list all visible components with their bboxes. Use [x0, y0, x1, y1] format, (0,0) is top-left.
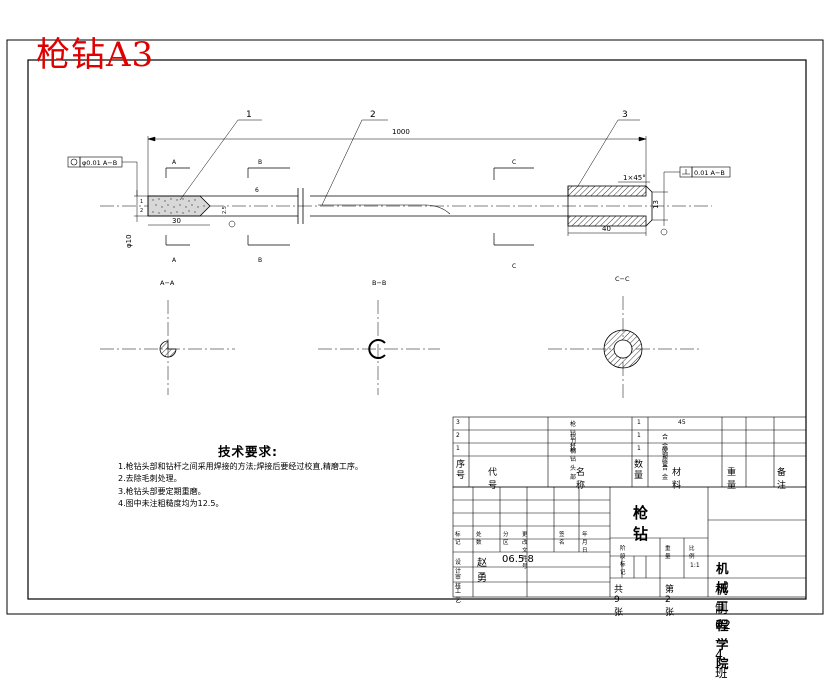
tolerance-left-text: φ0.01 A−B — [82, 159, 117, 167]
marker-b-bottom: B — [258, 257, 262, 264]
header-name: 名 称 — [576, 468, 586, 491]
section-label-bb: B−B — [372, 279, 386, 287]
rev-header-0: 标记 — [455, 532, 461, 546]
class-name: 机制02—4班 — [715, 582, 731, 680]
row-2-qty: 1 — [637, 432, 641, 439]
part-name: 枪 钻 — [633, 504, 649, 543]
section-label-aa: A−A — [160, 279, 175, 287]
tech-item-1: 1.枪钻头部和钻杆之间采用焊接的方法;焊接后要经过校直,精磨工序。 — [118, 461, 363, 471]
dim-small-25: 2.5 — [222, 206, 228, 214]
drawing-canvas: 1000 30 40 1×45° 13 φ10 1 2 2.5 6 φ0.01 … — [6, 39, 824, 615]
tolerance-frame-right: 0.01 A−B — [663, 166, 731, 186]
dim-30-label: 30 — [172, 217, 181, 225]
dim-sleeve-length — [567, 226, 647, 236]
row-1-no: 1 — [456, 445, 460, 452]
sheet-title: 枪钻A3 — [36, 35, 155, 75]
title-block-grid — [452, 486, 807, 598]
header-code: 代 号 — [488, 468, 498, 491]
row-1-qty: 1 — [637, 445, 641, 452]
scale-label: 比例 — [689, 546, 695, 560]
marker-c-bottom: C — [512, 263, 516, 270]
header-remark: 备 注 — [777, 468, 787, 491]
section-cc-shape — [603, 329, 643, 369]
row-3-name: 枪 钻 刀 柄 — [570, 421, 577, 455]
dim-overall-length — [147, 136, 647, 196]
marker-a-bottom: A — [172, 257, 177, 264]
header-material: 材 料 — [672, 468, 682, 491]
header-qty: 数量 — [634, 460, 644, 481]
leader-lines — [179, 119, 640, 206]
header-weight: 重 量 — [727, 468, 737, 491]
marker-c-top: C — [512, 159, 516, 166]
balloon-1: 1 — [246, 110, 252, 120]
tolerance-right-text: 0.01 A−B — [694, 169, 725, 177]
dim-1000-label: 1000 — [392, 128, 410, 136]
row-3-qty: 1 — [637, 419, 641, 426]
marker-a-top: A — [172, 159, 177, 166]
row-1-name: 枪 钻 头 部 — [570, 447, 577, 481]
row-2-name: 钻 杆 — [570, 434, 577, 450]
row-1-material: 硬 质 合 金 — [662, 447, 669, 481]
tech-requirements: 技术要求: 1.枪钻头部和钻杆之间采用焊接的方法;焊接后要经过校直,精磨工序。 … — [118, 444, 458, 511]
row-3-no: 3 — [456, 419, 460, 426]
designer-label: 设计 — [455, 559, 462, 575]
dim-40-label: 40 — [602, 225, 611, 233]
rev-header-5: 年 月 日 — [582, 532, 588, 554]
review-label: 审核 — [455, 574, 462, 590]
row-3-material: 45 — [678, 419, 686, 426]
scale-value: 1:1 — [690, 562, 700, 569]
designer-name: 赵勇 — [477, 558, 487, 584]
diameter-label: φ10 — [125, 234, 133, 248]
rev-header-4: 签名 — [559, 532, 565, 546]
parts-list-grid — [452, 416, 807, 488]
main-view — [100, 185, 712, 227]
weight-label: 重量 — [665, 546, 671, 560]
sheet-count: 共 9 张 — [614, 585, 624, 618]
rev-header-1: 处数 — [476, 532, 482, 546]
header-no: 序号 — [456, 460, 466, 481]
section-bb-shape — [368, 339, 386, 359]
section-aa-shape — [159, 340, 177, 358]
outer-border — [6, 39, 824, 615]
row-2-material: 合 金 钢 管 — [662, 434, 669, 468]
section-markers — [165, 167, 534, 246]
marker-b-top: B — [258, 159, 262, 166]
sheet-number: 第 2 张 — [665, 585, 675, 618]
tech-item-3: 3.枪钻头部要定期重磨。 — [118, 486, 206, 496]
rev-header-2: 分区 — [503, 532, 509, 546]
dim-small-6: 6 — [255, 187, 259, 194]
process-label: 工艺 — [455, 588, 462, 604]
drawing-sheet: 1000 30 40 1×45° 13 φ10 1 2 2.5 6 φ0.01 … — [6, 35, 824, 680]
chamfer-label: 1×45° — [623, 174, 646, 182]
tech-item-2: 2.去除毛刺处理。 — [118, 474, 182, 483]
balloon-3: 3 — [622, 110, 628, 120]
design-date: 06.5.8 — [502, 554, 534, 565]
section-label-cc: C−C — [615, 275, 630, 283]
dim-13-label: 13 — [652, 200, 660, 209]
inner-border — [27, 59, 807, 600]
balloon-2: 2 — [370, 110, 376, 120]
tolerance-frame-left: φ0.01 A−B — [67, 156, 138, 196]
tech-item-4: 4.图中未注粗糙度均为12.5。 — [118, 499, 224, 508]
row-2-no: 2 — [456, 432, 460, 439]
dim-small-2: 2 — [140, 208, 143, 214]
dim-small-1: 1 — [140, 199, 143, 205]
stage-label: 阶段标记 — [620, 546, 626, 576]
tech-title: 技术要求: — [218, 444, 278, 459]
rev-header-3: 更改文件号 — [522, 532, 528, 570]
